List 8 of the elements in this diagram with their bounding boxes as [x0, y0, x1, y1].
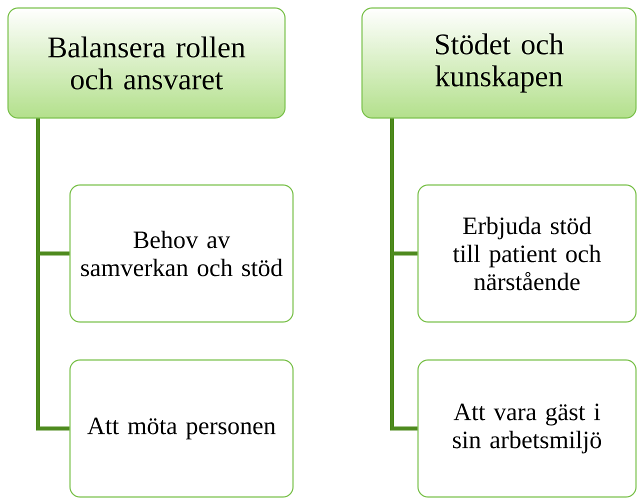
item-box: Erbjuda stöd till patient och närstående: [417, 184, 637, 323]
item-box: Att vara gäst i sin arbetsmiljö: [417, 359, 637, 498]
heading-box: Balansera rollen och ansvaret: [7, 7, 286, 119]
item-box: Att möta personen: [69, 359, 294, 498]
heading-box: Stödet och kunskapen: [361, 7, 637, 119]
item-box: Behov av samverkan och stöd: [69, 184, 294, 323]
connector-line: [390, 118, 418, 430]
connector-line: [36, 118, 70, 430]
